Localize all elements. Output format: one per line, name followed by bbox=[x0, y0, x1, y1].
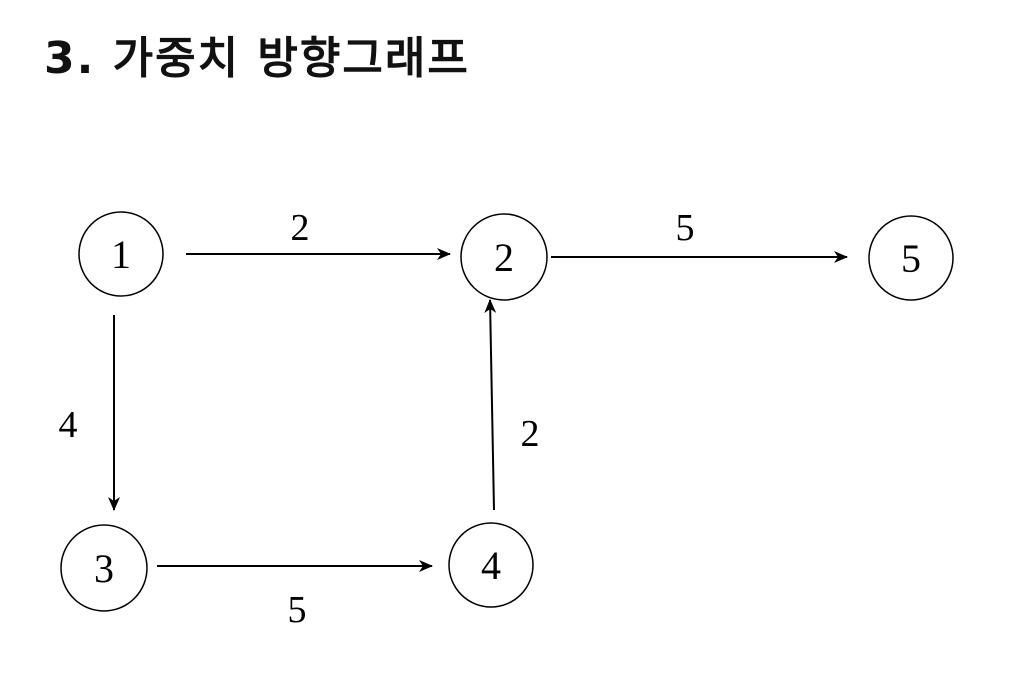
node-circle bbox=[78, 211, 164, 297]
edge-weights: 2 5 4 2 5 bbox=[59, 207, 695, 631]
graph-node: 2 bbox=[460, 213, 548, 301]
node-label: 1 bbox=[111, 232, 131, 277]
page-title: 3. 가중치 방향그래프 bbox=[44, 33, 470, 84]
graph-node: 3 bbox=[60, 524, 148, 612]
node-label: 2 bbox=[494, 235, 514, 280]
node-circle bbox=[868, 215, 954, 301]
graph-node: 5 bbox=[868, 215, 954, 301]
node-circle bbox=[448, 522, 534, 608]
node-circle bbox=[460, 213, 548, 301]
node-label: 5 bbox=[901, 236, 921, 281]
graph-node: 1 bbox=[78, 211, 164, 297]
edge-4-2 bbox=[484, 299, 497, 511]
graph-node: 4 bbox=[448, 522, 534, 608]
weight-label-3-4: 5 bbox=[288, 589, 307, 631]
node-label: 4 bbox=[481, 543, 501, 588]
weight-label-1-2: 2 bbox=[291, 207, 310, 249]
node-label: 3 bbox=[94, 546, 114, 591]
node-circle bbox=[60, 524, 148, 612]
weight-label-1-3: 4 bbox=[59, 404, 78, 446]
nodes: 1 2 3 4 5 bbox=[60, 211, 954, 612]
weight-label-4-2: 2 bbox=[521, 413, 540, 455]
weight-label-2-5: 5 bbox=[676, 207, 695, 249]
edges bbox=[108, 248, 848, 572]
